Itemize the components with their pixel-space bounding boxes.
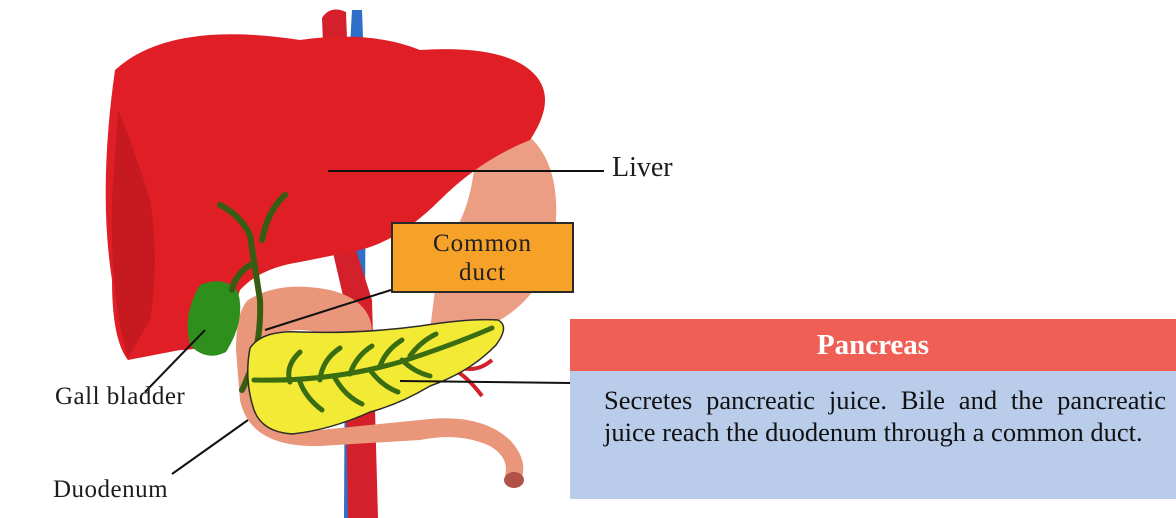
pancreas-title: Pancreas	[570, 319, 1176, 371]
pancreas-description: Secretes pancreatic juice. Bile and the …	[570, 371, 1176, 499]
common-duct-line2: duct	[393, 258, 572, 287]
common-duct-callout: Common duct	[391, 222, 574, 293]
liver-label: Liver	[612, 152, 673, 184]
duodenum-label: Duodenum	[53, 476, 168, 504]
gall-bladder-label: Gall bladder	[55, 383, 185, 411]
intestine-opening	[504, 472, 524, 488]
common-duct-line1: Common	[393, 229, 572, 258]
duodenum-pointer-line	[172, 420, 248, 474]
